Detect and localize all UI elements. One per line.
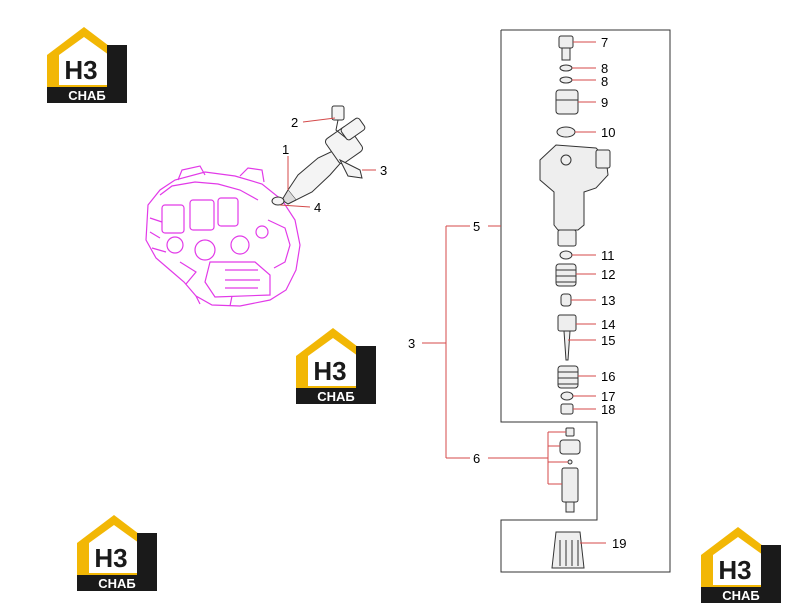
- logo-center: H3 СНАБ: [296, 328, 376, 404]
- callout-1: 1: [282, 142, 289, 157]
- callout-5: 5: [473, 219, 480, 234]
- logo-mark: H3: [94, 543, 127, 573]
- callout-15: 15: [601, 333, 615, 348]
- callout-17: 17: [601, 389, 615, 404]
- logo-mark: H3: [64, 55, 97, 85]
- logo-bottom-left: H3 СНАБ: [77, 515, 157, 591]
- callout-8a: 8: [601, 61, 608, 76]
- callout-8b: 8: [601, 74, 608, 89]
- logo-top-left: H3 СНАБ: [47, 27, 127, 103]
- logo-mark: H3: [313, 356, 346, 386]
- callout-11: 11: [601, 248, 615, 263]
- callout-19: 19: [612, 536, 626, 551]
- logo-mark: H3: [718, 555, 751, 585]
- exploded-parts: [539, 35, 611, 569]
- callout-2: 2: [291, 115, 298, 130]
- callout-3-bracket: 3: [408, 336, 415, 351]
- callout-4: 4: [314, 200, 321, 215]
- callout-9: 9: [601, 95, 608, 110]
- logo-bottom-right: H3 СНАБ: [701, 527, 781, 603]
- callout-13: 13: [601, 293, 615, 308]
- callout-12: 12: [601, 267, 615, 282]
- logo-caption: СНАБ: [98, 576, 136, 591]
- logo-caption: СНАБ: [722, 588, 760, 603]
- logo-caption: СНАБ: [317, 389, 355, 404]
- callout-6: 6: [473, 451, 480, 466]
- callout-3-engine: 3: [380, 163, 387, 178]
- logo-caption: СНАБ: [68, 88, 106, 103]
- leader-lines: [279, 41, 606, 544]
- callout-14: 14: [601, 317, 615, 332]
- callout-7: 7: [601, 35, 608, 50]
- callout-10: 10: [601, 125, 615, 140]
- callout-labels: 1 2 3 4 5 3 6 7 8 8 9 10 11 12 13 14 15 …: [282, 35, 626, 551]
- exploded-view-frame: [500, 29, 671, 573]
- injector-assembly-illustration: [271, 105, 366, 206]
- engine-illustration: [145, 165, 301, 307]
- callout-16: 16: [601, 369, 615, 384]
- callout-18: 18: [601, 402, 615, 417]
